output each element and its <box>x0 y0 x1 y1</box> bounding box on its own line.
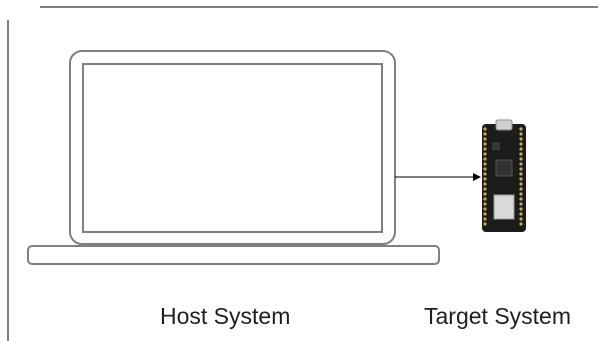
board-pin <box>519 192 523 196</box>
board-pin <box>519 207 523 211</box>
board-pin <box>483 172 487 176</box>
board-pin <box>483 147 487 151</box>
board-pin <box>483 152 487 156</box>
board-pin <box>483 192 487 196</box>
board-pin <box>483 197 487 201</box>
laptop-base <box>27 245 440 265</box>
usb-connector <box>495 119 513 131</box>
board-pin <box>483 177 487 181</box>
board-pin <box>483 207 487 211</box>
board-pin <box>519 127 523 131</box>
board-pin <box>483 182 487 186</box>
board-pin <box>483 187 487 191</box>
board-pin <box>483 162 487 166</box>
microcontroller-board-icon <box>482 119 526 232</box>
board-pin <box>483 202 487 206</box>
board-module <box>493 194 515 220</box>
board-pcb <box>482 124 526 232</box>
board-pin <box>519 147 523 151</box>
board-pin <box>519 167 523 171</box>
board-pin <box>519 132 523 136</box>
board-pin <box>519 182 523 186</box>
laptop-screen <box>82 63 383 233</box>
board-pin <box>519 142 523 146</box>
board-chip <box>495 159 513 177</box>
board-pin <box>483 222 487 226</box>
board-pin <box>519 152 523 156</box>
laptop-icon <box>27 50 440 265</box>
board-pin <box>519 222 523 226</box>
board-pins-right <box>519 127 523 226</box>
board-pin <box>483 142 487 146</box>
board-pin <box>519 202 523 206</box>
board-pin <box>483 127 487 131</box>
board-pin <box>519 217 523 221</box>
board-pin <box>519 172 523 176</box>
board-pin <box>483 167 487 171</box>
board-pin <box>519 177 523 181</box>
board-pin <box>483 212 487 216</box>
board-pin <box>519 137 523 141</box>
target-system-label: Target System <box>424 303 571 329</box>
board-pin <box>483 137 487 141</box>
board-small-chip <box>492 142 500 150</box>
board-pin <box>483 132 487 136</box>
board-pin <box>483 217 487 221</box>
board-pin <box>519 157 523 161</box>
board-pins-left <box>483 127 487 226</box>
board-pin <box>519 162 523 166</box>
board-pin <box>483 157 487 161</box>
board-pin <box>519 187 523 191</box>
host-system-label: Host System <box>160 303 291 329</box>
board-pin <box>519 212 523 216</box>
board-pin <box>519 197 523 201</box>
